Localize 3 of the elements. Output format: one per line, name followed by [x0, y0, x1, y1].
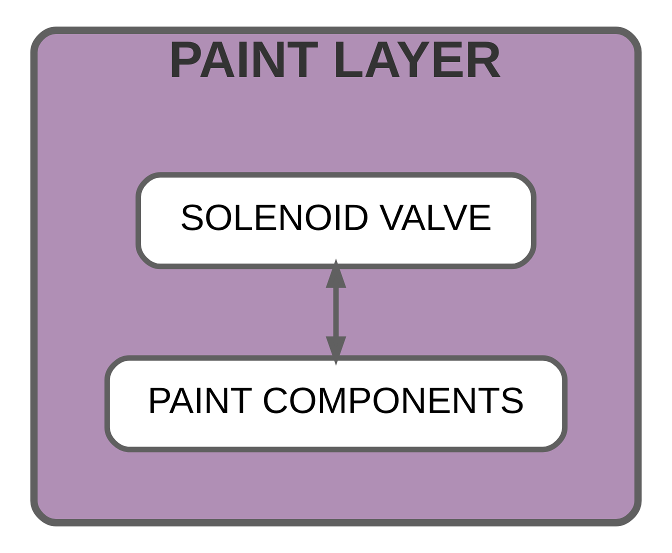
node-box: SOLENOID VALVE	[136, 172, 536, 270]
node-box: PAINT COMPONENTS	[104, 355, 568, 452]
arrow	[326, 258, 346, 366]
